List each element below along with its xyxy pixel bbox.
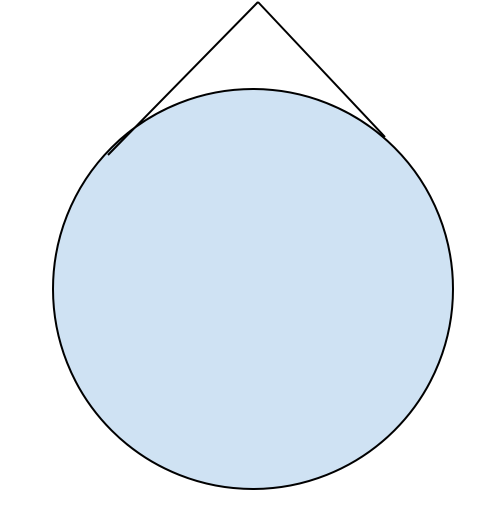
right-tangent-line bbox=[257, 1, 386, 138]
main-circle bbox=[52, 88, 454, 490]
left-tangent-line bbox=[107, 1, 259, 156]
